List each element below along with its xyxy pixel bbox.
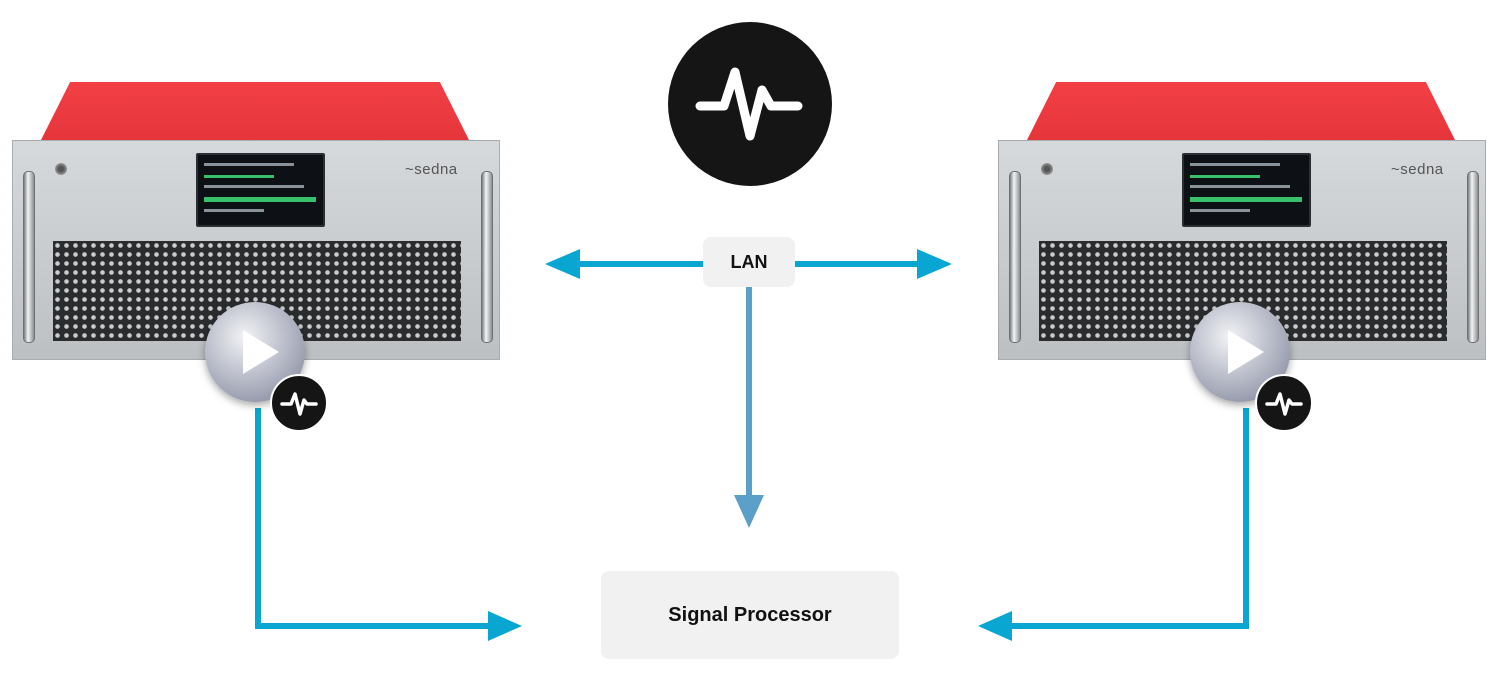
chassis-top	[1026, 82, 1456, 142]
lan-label: LAN	[703, 237, 795, 287]
signal-processor-box: Signal Processor	[601, 571, 899, 659]
brand-logo: ~sedna	[1391, 161, 1444, 178]
arrow-right-icon	[917, 249, 952, 279]
pulse-icon	[1255, 374, 1313, 432]
rack-handle	[1467, 171, 1479, 343]
power-knob-icon	[55, 163, 67, 175]
arrow-left-icon	[978, 611, 1012, 641]
status-screen	[196, 153, 325, 227]
left-output-link	[255, 408, 492, 629]
rack-handle	[1009, 171, 1021, 343]
arrow-down-icon	[734, 495, 764, 528]
arrow-right-icon	[488, 611, 522, 641]
pulse-icon	[270, 374, 328, 432]
brand-logo: ~sedna	[405, 161, 458, 178]
arrow-left-icon	[545, 249, 580, 279]
status-screen	[1182, 153, 1311, 227]
pulse-icon	[668, 22, 832, 186]
rack-handle	[481, 171, 493, 343]
chassis-top	[40, 82, 470, 142]
rack-handle	[23, 171, 35, 343]
power-knob-icon	[1041, 163, 1053, 175]
right-output-link	[1008, 408, 1249, 629]
